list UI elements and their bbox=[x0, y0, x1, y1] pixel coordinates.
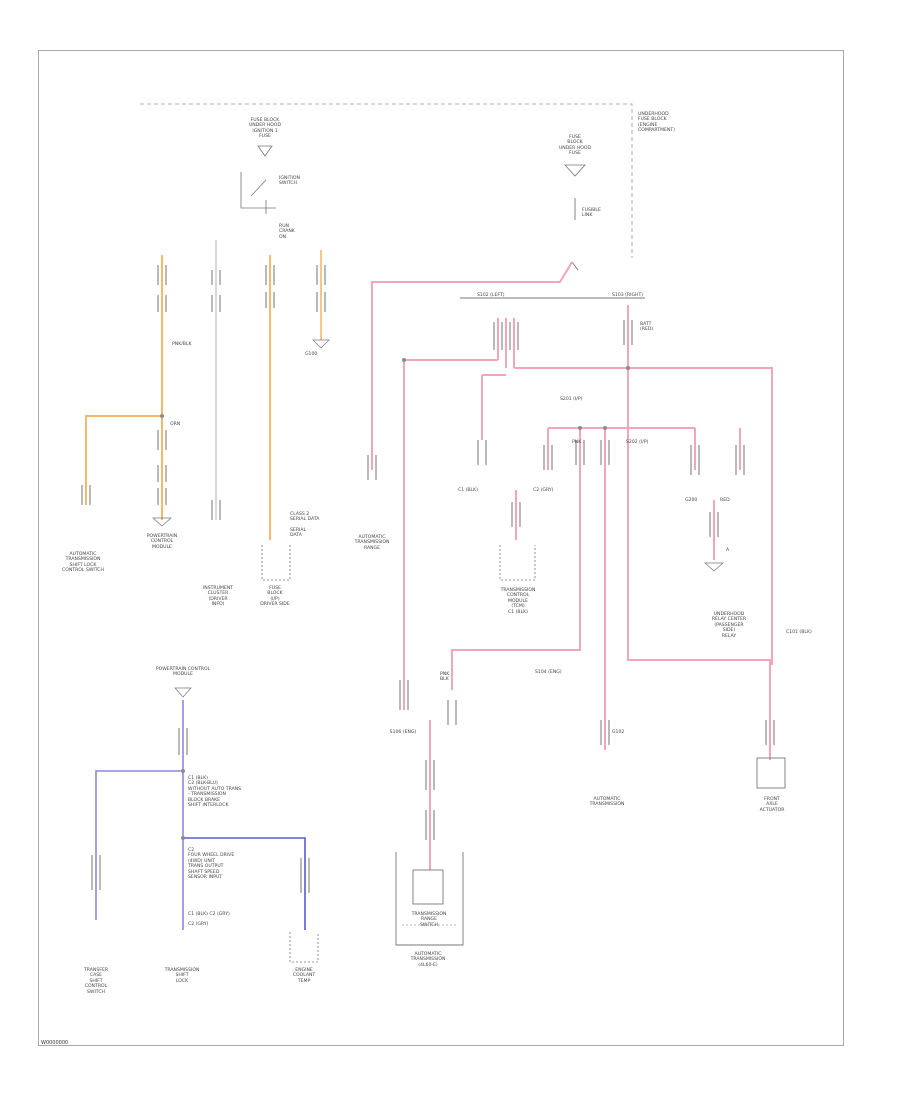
data-wires bbox=[95, 700, 306, 930]
label-wire-pnk-b: PNK BLK bbox=[440, 672, 450, 683]
label-wire-red: RED bbox=[720, 498, 730, 503]
engine-coolant-box bbox=[289, 932, 319, 963]
power-wires bbox=[371, 261, 773, 870]
ignition-switch-symbol bbox=[240, 172, 276, 214]
label-data-note-b: SERIAL DATA bbox=[290, 528, 307, 539]
top-left-fuse-symbol bbox=[257, 145, 273, 157]
label-fuse-block-panel: FUSE BLOCK (I/P) DRIVER SIDE bbox=[260, 586, 290, 608]
label-right-boundary: UNDERHOOD FUSE BLOCK (ENGINE COMPARTMENT… bbox=[638, 112, 675, 134]
label-auto-trans-lower: AUTOMATIC TRANSMISSION bbox=[589, 797, 625, 808]
label-bm-trans: TRANSMISSION SHIFT LOCK bbox=[164, 968, 200, 984]
label-splice-left: S102 (LEFT) bbox=[477, 293, 505, 298]
fuse-block-boundary bbox=[140, 103, 633, 258]
label-splice-s201: S201 (I/P) bbox=[560, 397, 583, 402]
front-axle-actuator-box bbox=[756, 757, 786, 789]
label-data-note-a: CLASS 2 SERIAL DATA bbox=[290, 512, 320, 523]
right-ground bbox=[704, 562, 724, 572]
label-conn-c2: C2 (GRY) bbox=[533, 488, 554, 493]
label-pcm-small: POWERTRAIN CONTROL MODULE bbox=[146, 534, 178, 550]
label-top-left-fuse: FUSE BLOCK UNDER HOOD IGNITION 1 FUSE bbox=[248, 118, 282, 140]
label-splice-right: S103 (RIGHT) bbox=[612, 293, 644, 298]
label-cav-a: A bbox=[726, 548, 730, 553]
ignition-wire-branch bbox=[85, 415, 162, 505]
label-ignition-switch: IGNITION SWITCH bbox=[279, 176, 300, 187]
label-fusible-note: FUSIBLE LINK bbox=[582, 208, 601, 219]
label-splice-left-lower: S106 (ENG) bbox=[389, 730, 417, 735]
label-ground-lower-mid: G102 bbox=[612, 730, 625, 735]
diagram-frame bbox=[38, 50, 844, 1046]
data-splice-dot bbox=[181, 769, 185, 773]
label-conn-c1: C1 (BLK) bbox=[458, 488, 478, 493]
label-br-engine: ENGINE COOLANT TEMP bbox=[292, 968, 316, 984]
pcm-bottom-fuse bbox=[174, 687, 192, 698]
data-splice-dot-b bbox=[181, 836, 185, 840]
label-trans-range-switch: TRANSMISSION RANGE SWITCH bbox=[411, 912, 447, 928]
label-ground-small: G100 bbox=[305, 352, 318, 357]
label-ground-g200: G200 bbox=[685, 498, 698, 503]
label-node-orn: ORN bbox=[170, 422, 181, 427]
label-trans-control-module: TRANSMISSION CONTROL MODULE (TCM) C1 (BL… bbox=[500, 588, 536, 615]
label-instrument-cluster: INSTRUMENT CLUSTER (DRIVER INFO) bbox=[202, 586, 234, 608]
label-pcm-notes-b: C2 FOUR WHEEL DRIVE (4WD) UNIT TRANS OUT… bbox=[188, 848, 235, 881]
label-pcm-notes: C1 (BLK) C2 (BLK-BLU) WITHOUT AUTO TRANS… bbox=[188, 776, 242, 809]
label-splice-mid-lower: S104 (ENG) bbox=[535, 670, 562, 675]
label-wire-ign: PNK/BLK bbox=[172, 342, 192, 347]
top-right-fuse-leads bbox=[571, 198, 579, 271]
label-right-connectors: C101 (BLK) bbox=[786, 630, 812, 635]
label-pcm-c1c2: C1 (BLK) C2 (GRY) bbox=[188, 912, 230, 917]
document-id: W0000000 bbox=[41, 1040, 69, 1046]
label-auto-trans-mid: AUTOMATIC TRANSMISSION RANGE bbox=[354, 535, 390, 551]
power-connectors bbox=[367, 320, 775, 840]
label-pcm-c2: C2 (GRY) bbox=[188, 922, 209, 927]
label-top-right-fuse: FUSE BLOCK UNDER HOOD FUSE bbox=[558, 135, 592, 157]
label-bottom-right-comp: FRONT AXLE ACTUATOR bbox=[759, 797, 785, 813]
auto-trans-housing bbox=[395, 852, 464, 946]
pcm-small-ground bbox=[152, 517, 172, 527]
label-splice-s202: S202 (I/P) bbox=[626, 440, 649, 445]
label-auto-trans-ctrl: AUTOMATIC TRANSMISSION SHIFT LOCK CONTRO… bbox=[62, 552, 104, 574]
trans-range-switch-box bbox=[412, 869, 444, 905]
trans-control-module-box bbox=[499, 545, 536, 581]
instrument-cluster-box bbox=[261, 545, 291, 581]
splice-dot-left bbox=[160, 414, 164, 418]
label-batt-note: BATT (RED) bbox=[640, 322, 654, 333]
label-pcm-bottom: POWERTRAIN CONTROL MODULE bbox=[155, 667, 211, 678]
label-switch-note: RUN CRANK ON bbox=[279, 224, 295, 240]
top-right-fuse-symbol bbox=[564, 164, 586, 177]
label-relay-center: UNDERHOOD RELAY CENTER (PASSENGER SIDE) … bbox=[711, 612, 747, 639]
left-connectors bbox=[81, 265, 326, 520]
data-connectors bbox=[91, 728, 310, 893]
label-bl-transfer: TRANSFER CASE SHIFT CONTROL SWITCH bbox=[83, 968, 109, 995]
label-auto-trans-bottom: AUTOMATIC TRANSMISSION (4L60-E) bbox=[410, 952, 446, 968]
small-ground-a bbox=[312, 339, 330, 349]
splice-dots-right bbox=[402, 358, 630, 430]
label-wire-pnk: PNK bbox=[572, 440, 582, 445]
